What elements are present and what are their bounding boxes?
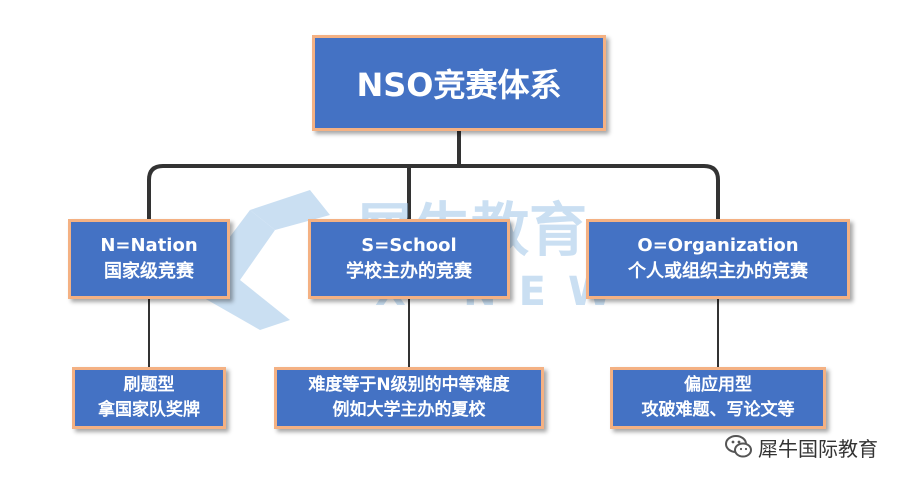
brand-signature: 犀牛国际教育: [724, 432, 878, 462]
nation-title: N=Nation: [100, 235, 198, 256]
wechat-icon: [725, 435, 752, 458]
brand-name: 犀牛国际教育: [758, 436, 878, 461]
organization-detail-node: 偏应用型 攻破难题、写论文等: [610, 367, 826, 429]
school-node: S=School 学校主办的竞赛: [308, 219, 510, 299]
organization-title: O=Organization: [637, 235, 799, 256]
organization-subtitle: 个人或组织主办的竞赛: [628, 261, 808, 282]
root-node: NSO竞赛体系: [312, 35, 606, 131]
school-detail-node: 难度等于N级别的中等难度 例如大学主办的夏校: [274, 367, 544, 429]
nation-subtitle: 国家级竞赛: [104, 261, 194, 282]
school-title: S=School: [361, 235, 457, 256]
nation-detail-line-1: 刷题型: [123, 375, 175, 395]
school-detail-line-2: 例如大学主办的夏校: [332, 400, 486, 420]
organization-detail-line-1: 偏应用型: [684, 375, 752, 395]
organization-detail-line-2: 攻破难题、写论文等: [641, 400, 795, 420]
organization-node: O=Organization 个人或组织主办的竞赛: [586, 219, 850, 299]
nation-detail-node: 刷题型 拿国家队奖牌: [72, 367, 226, 429]
nation-detail-line-2: 拿国家队奖牌: [98, 400, 200, 420]
nation-node: N=Nation 国家级竞赛: [68, 219, 230, 299]
root-title: NSO竞赛体系: [356, 66, 562, 104]
school-detail-line-1: 难度等于N级别的中等难度: [308, 375, 510, 395]
school-subtitle: 学校主办的竞赛: [346, 261, 472, 282]
